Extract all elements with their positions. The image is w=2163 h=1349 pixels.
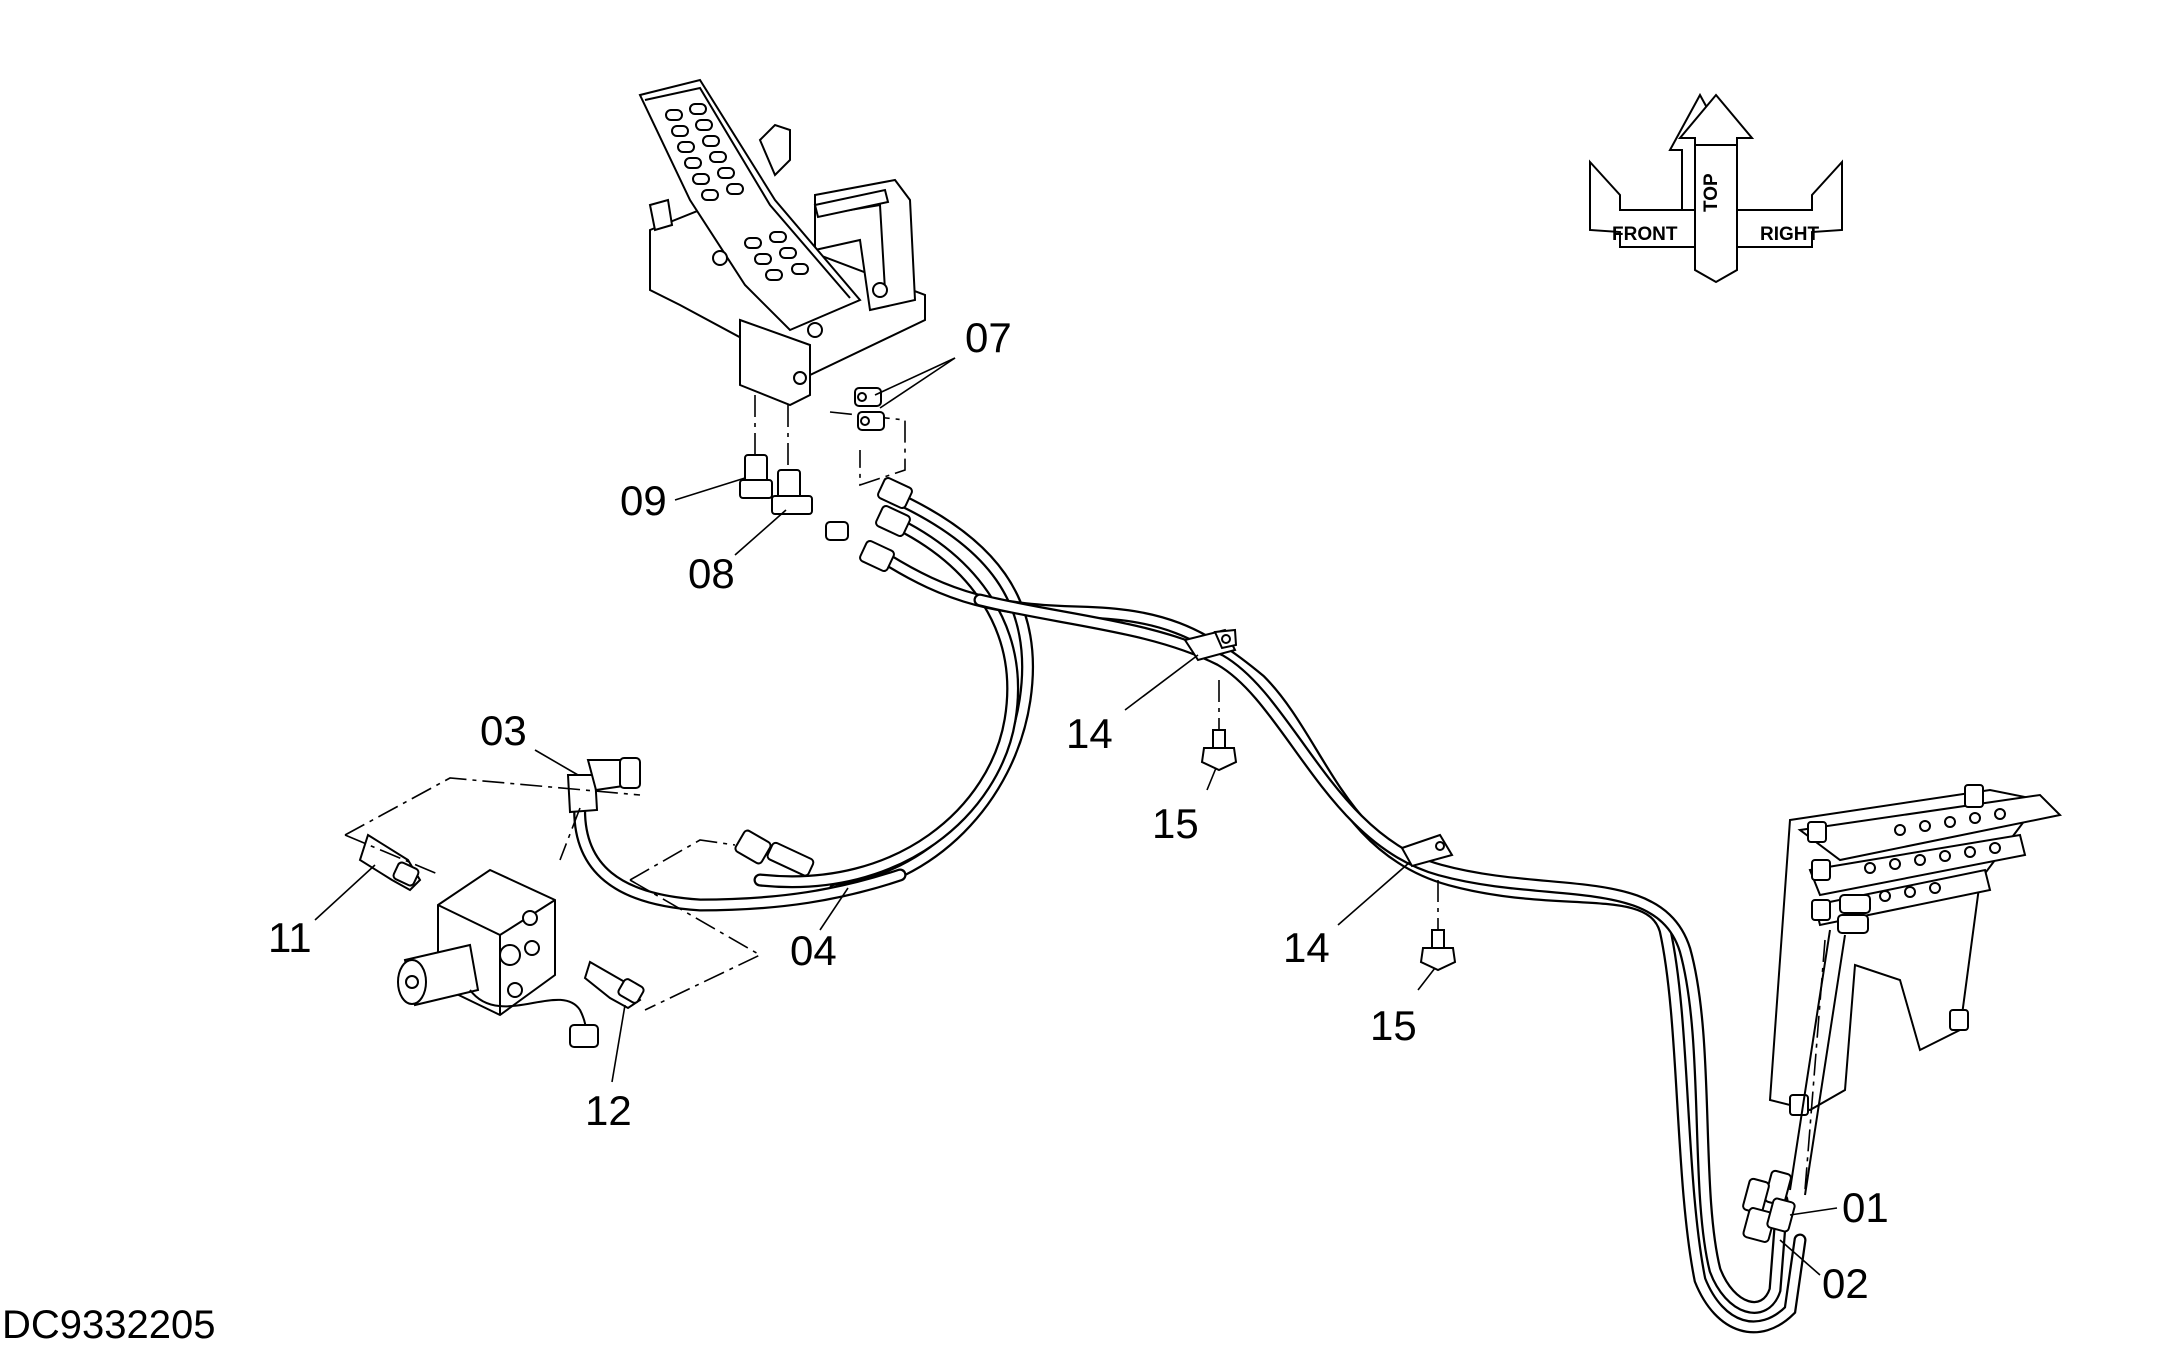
hose-end-04 (734, 829, 815, 877)
callout-leader-lines (314, 357, 1838, 1276)
callout-02: 02 (1822, 1260, 1869, 1307)
orientation-indicator: FRONT TOP RIGHT (1589, 92, 1843, 284)
orientation-front-label: FRONT (1612, 224, 1678, 245)
solenoid-valve-block (397, 868, 599, 1048)
callout-03: 03 (480, 707, 527, 754)
fittings-07 (854, 387, 885, 431)
callout-14-lower: 14 (1283, 924, 1330, 971)
callout-12: 12 (585, 1087, 632, 1134)
callout-01: 01 (1842, 1184, 1889, 1231)
leader-dash-11-top (344, 777, 641, 836)
leader-dash-01 (1804, 939, 1826, 1191)
elbow-fitting-09 (739, 454, 773, 499)
elbow-fitting-03 (566, 757, 641, 814)
callout-labels: 07 09 08 03 04 11 12 14 15 14 15 01 02 (268, 314, 1889, 1307)
clamp-14-upper (1183, 628, 1238, 662)
callout-15-upper: 15 (1152, 800, 1199, 847)
callout-08: 08 (688, 550, 735, 597)
callout-11: 11 (268, 914, 312, 961)
callout-09: 09 (620, 477, 667, 524)
connector-11 (358, 833, 422, 892)
leader-dash-11 (344, 834, 441, 876)
callout-07: 07 (965, 314, 1012, 361)
callout-14-upper: 14 (1066, 710, 1113, 757)
leader-dash-12 (629, 879, 762, 1011)
pedal-tread-pads (665, 103, 809, 281)
tee-fitting-08 (771, 469, 813, 515)
connector-12 (583, 960, 645, 1010)
orientation-right-label: RIGHT (1760, 224, 1820, 245)
right-bracket-assembly (1768, 784, 2063, 1196)
callout-15-lower: 15 (1370, 1002, 1417, 1049)
hose-end-fittings (859, 477, 913, 572)
pedal-assembly (638, 78, 926, 407)
leader-dash-04 (629, 839, 736, 881)
hose-bundle (573, 488, 1807, 1334)
clamp-14-lower (1400, 833, 1454, 868)
hose-end-01 (1742, 1169, 1796, 1243)
bolt-15-lower (1419, 929, 1457, 972)
document-id: DC9332205 (2, 1303, 216, 1347)
leader-dash-03 (559, 807, 581, 861)
orientation-top-label: TOP (1701, 173, 1722, 212)
callout-04: 04 (790, 927, 837, 974)
nut-fitting (825, 521, 849, 541)
bolt-15-upper (1200, 729, 1238, 772)
